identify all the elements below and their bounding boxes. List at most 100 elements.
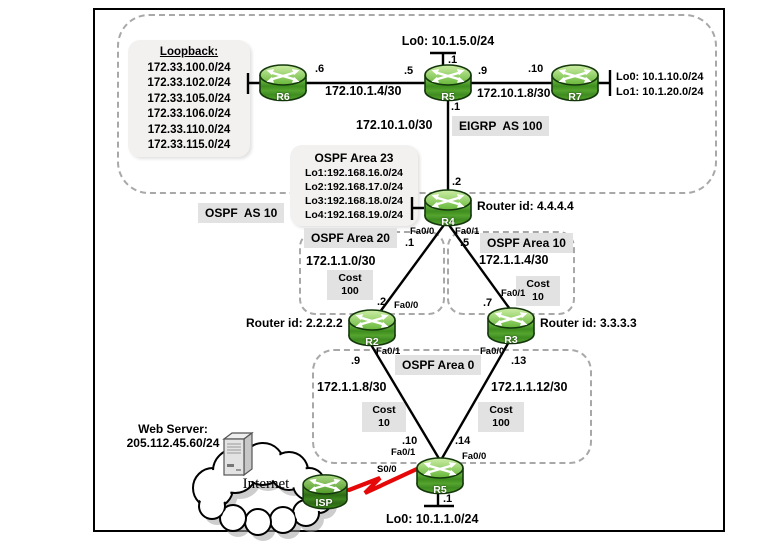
- router-icon: [259, 64, 307, 102]
- web-server-title: Web Server:: [138, 422, 208, 436]
- router-label: R5: [441, 91, 455, 103]
- router-r4: R4: [422, 187, 474, 229]
- area10-cost-box: Cost 10: [516, 276, 560, 306]
- router-icon: [302, 474, 348, 510]
- r7-lo1-label: Lo1: 10.1.20.0/24: [616, 86, 704, 98]
- cost-value: 100: [341, 285, 359, 297]
- r4-fa00-ip: .1: [405, 237, 415, 249]
- cost-label: Cost: [526, 278, 550, 290]
- r5b-lo0-label: Lo0: 10.1.1.0/24: [386, 512, 479, 526]
- router-r7: R7: [549, 62, 601, 104]
- router-icon: [416, 457, 464, 495]
- loopback-title: Loopback:: [159, 46, 219, 58]
- router-r2: R2: [346, 307, 398, 349]
- r2-fa01-label: Fa0/1: [376, 346, 401, 357]
- link-r6-r5-label: 172.10.1.4/30: [325, 84, 402, 98]
- router-r5-top: R5: [422, 62, 474, 104]
- r4-loopback-stub: [410, 197, 424, 220]
- link-r4-r2: [376, 213, 453, 317]
- r5b-fa01-label: Fa0/1: [391, 447, 416, 458]
- link-r3-r5b: [435, 339, 512, 468]
- router-label: ISP: [315, 497, 333, 509]
- area10-title-label: OSPF Area 10: [480, 233, 573, 253]
- loopback-line: 172.33.106.0/24: [147, 108, 231, 120]
- r7-ip: .10: [528, 63, 544, 75]
- r2-router-id: Router id: 2.2.2.2: [246, 316, 343, 330]
- web-server-icon: [222, 431, 254, 477]
- serial-link-isp-r5: [346, 465, 422, 495]
- router-label: R6: [276, 91, 290, 103]
- router-label: R4: [441, 216, 455, 228]
- area0-net-right-label: 172.1.1.12/30: [491, 380, 568, 394]
- area0-title-label: OSPF Area 0: [395, 355, 482, 375]
- r5b-fa00-ip: .14: [455, 435, 471, 447]
- area20-cost-box: Cost 100: [327, 270, 373, 300]
- router-label: R3: [504, 334, 518, 346]
- router-r6: R6: [257, 62, 309, 104]
- r5b-fa00-label: Fa0/0: [462, 451, 487, 462]
- r5b-s00-label: S0/0: [377, 464, 397, 475]
- loopback-line: 172.33.110.0/24: [147, 123, 231, 136]
- ospf-area23-box: OSPF Area 23 Lo1:192.168.16.0/24 Lo2:192…: [290, 145, 418, 226]
- router-isp: ISP: [300, 472, 348, 510]
- r5-down-ip: .1: [451, 101, 461, 113]
- r4-fa01-ip: .5: [460, 237, 470, 249]
- r3-fa01-label: Fa0/1: [501, 288, 526, 299]
- web-server-ip: 205.112.45.60/24: [126, 436, 220, 450]
- link-r4-r3: [440, 213, 513, 313]
- diagram-border: [93, 8, 725, 532]
- loopback-line: 172.33.100.0/24: [147, 61, 231, 74]
- r3-fa00-ip: .13: [511, 355, 527, 367]
- router-label: R7: [568, 91, 582, 103]
- router-icon: [348, 309, 396, 347]
- area10-net-label: 172.1.1.4/30: [479, 253, 549, 267]
- r2-fa01-ip: .9: [351, 355, 361, 367]
- r3-fa01-ip: .7: [483, 297, 493, 309]
- area23-line: Lo1:192.168.16.0/24: [304, 167, 404, 179]
- cost-value: 100: [492, 417, 510, 429]
- router-label: R2: [365, 336, 379, 348]
- r6-ip: .6: [315, 63, 325, 75]
- area23-line: Lo4:192.168.19.0/24: [304, 209, 404, 221]
- link-r5-r4-label: 172.10.1.0/30: [356, 118, 433, 132]
- link-r2-r5b: [368, 342, 446, 468]
- router-r3: R3: [485, 305, 537, 347]
- r4-fa01-label: Fa0/1: [455, 226, 480, 237]
- r3-fa00-label: Fa0/0: [480, 346, 505, 357]
- r5-right-ip: .9: [478, 65, 488, 77]
- r5-lo0-label: Lo0: 10.1.5.0/24: [401, 34, 495, 48]
- r7-lo0-label: Lo0: 10.1.10.0/24: [616, 71, 704, 83]
- area0-cost-right-box: Cost 100: [478, 402, 524, 432]
- router-r5-bottom: R5: [414, 455, 466, 497]
- r5-lo0-ip: .1: [448, 54, 458, 66]
- cost-value: 10: [532, 291, 544, 303]
- link-r5-r7-label: 172.10.1.8/30: [477, 86, 551, 100]
- r4-top-ip: .2: [452, 176, 462, 188]
- area23-line: Lo3:192.168.18.0/24: [304, 195, 404, 207]
- router-icon: [551, 64, 599, 102]
- eigrp-as-label: EIGRP AS 100: [452, 116, 550, 136]
- r2-fa00-label: Fa0/0: [394, 300, 419, 311]
- r5b-lo-ip: .1: [443, 493, 453, 505]
- r2-fa00-ip: .2: [377, 296, 387, 308]
- cost-label: Cost: [372, 404, 396, 416]
- loopback-line: 172.33.102.0/24: [147, 77, 231, 89]
- link-lines: [246, 51, 612, 508]
- web-server-label: Web Server: 205.112.45.60/24: [112, 422, 234, 450]
- loopback-line: 172.33.105.0/24: [147, 92, 231, 105]
- area0-net-left-label: 172.1.1.8/30: [317, 380, 387, 394]
- area23-line: Lo2:192.168.17.0/24: [304, 181, 404, 193]
- cost-label: Cost: [489, 404, 513, 416]
- loopback-line: 172.33.115.0/24: [147, 139, 231, 151]
- area20-title-label: OSPF Area 20: [304, 228, 397, 248]
- r3-router-id: Router id: 3.3.3.3: [540, 316, 637, 330]
- router-label: R5: [433, 484, 447, 496]
- internet-label: Internet: [242, 476, 290, 492]
- r5-top-loopback-stub: [430, 51, 456, 66]
- cost-label: Cost: [338, 272, 362, 284]
- r4-router-id: Router id: 4.4.4.4: [477, 199, 574, 213]
- router-icon: [424, 189, 472, 227]
- router-icon: [424, 64, 472, 102]
- area23-title: OSPF Area 23: [314, 151, 394, 165]
